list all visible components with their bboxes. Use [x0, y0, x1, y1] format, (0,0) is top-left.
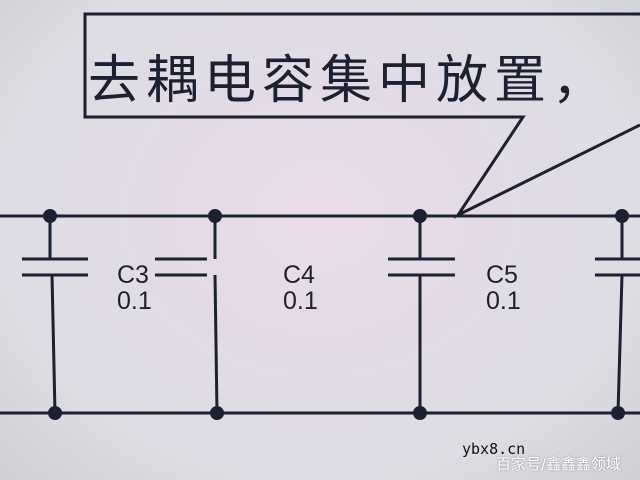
capacitor-c3-label: C3 0.1	[117, 262, 152, 314]
junction-dot	[210, 406, 224, 420]
capacitor-ref: C5	[486, 261, 518, 289]
capacitor-c5-label: C5 0.1	[486, 262, 521, 314]
watermark-source: 百家号/鑫鑫鑫领域	[496, 455, 622, 473]
capacitor-value: 0.1	[486, 287, 521, 315]
capacitor-partial-symbol	[595, 216, 640, 414]
junction-dot	[43, 209, 57, 223]
capacitor-value: 0.1	[117, 287, 152, 315]
junction-dot	[413, 406, 427, 420]
capacitor-c4-label: C4 0.1	[283, 262, 318, 314]
junction-dot	[611, 406, 625, 420]
junction-dot	[48, 406, 62, 420]
callout-text: 去耦电容集中放置，	[88, 51, 611, 111]
junction-dot	[413, 209, 427, 223]
capacitor-ref: C4	[283, 261, 315, 289]
capacitor-c3-symbol	[22, 216, 88, 414]
capacitor-c4-symbol	[155, 216, 219, 414]
watermark-site: ybx8.cn	[462, 440, 526, 458]
callout-box-outline	[83, 12, 640, 219]
capacitor-ref: C3	[117, 261, 149, 289]
junction-dot	[615, 209, 629, 223]
capacitor-c5-symbol	[388, 216, 455, 413]
capacitor-value: 0.1	[283, 287, 318, 315]
junction-dot	[208, 209, 222, 223]
